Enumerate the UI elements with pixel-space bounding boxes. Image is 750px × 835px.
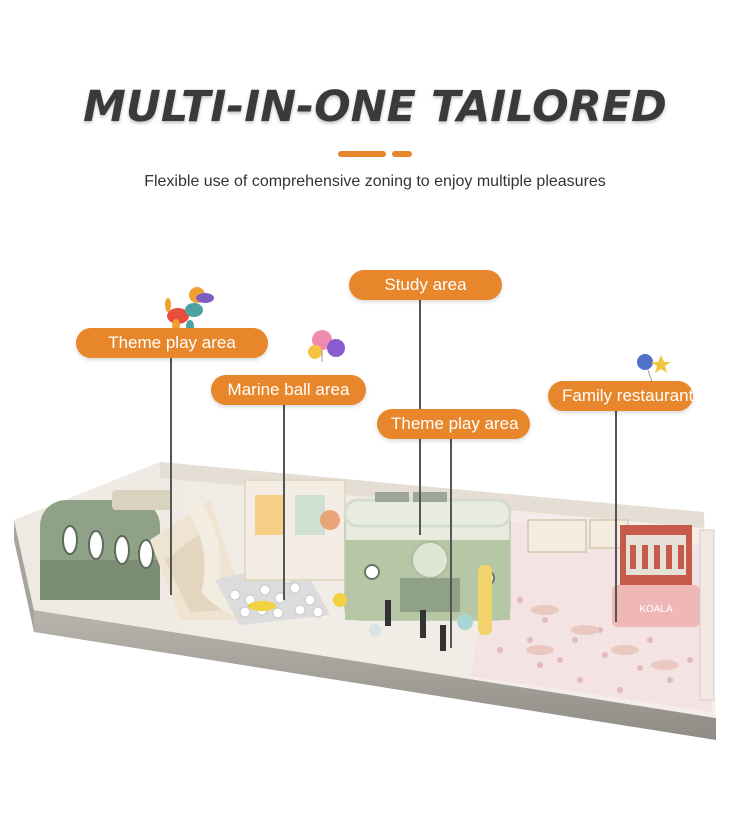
zone-label-theme-play-right: Theme play area	[377, 409, 530, 439]
leader-theme-play-right	[450, 438, 452, 648]
restaurant-interior: KOALA	[526, 519, 715, 701]
page-title: MULTI-IN-ONE TAILORED	[83, 82, 667, 132]
zone-label-marine-ball: Marine ball area	[211, 375, 366, 405]
leader-theme-play-left	[170, 357, 172, 595]
zone-label-theme-play-left: Theme play area	[76, 328, 268, 358]
title-accent-bar-long	[338, 151, 386, 157]
floor-dots	[497, 597, 693, 693]
study-building	[343, 492, 512, 635]
balloon-dog-icon	[165, 287, 214, 332]
zone-label-family-restaurant: Family restaurant	[548, 381, 693, 411]
train-structure	[40, 490, 172, 600]
zone-label-study: Study area	[349, 270, 502, 300]
toy-vehicles	[333, 593, 473, 651]
koala-sign: KOALA	[639, 604, 673, 615]
title-accent-bar-short	[392, 151, 412, 157]
marine-tower	[244, 479, 346, 581]
party-balloons-icon	[308, 330, 345, 362]
page-subtitle: Flexible use of comprehensive zoning to …	[144, 173, 606, 190]
star-balloons-icon	[637, 354, 671, 383]
leader-family-restaurant	[615, 408, 617, 622]
base-slab-left	[14, 520, 34, 632]
base-slab-front	[34, 610, 716, 740]
leader-marine-ball	[283, 405, 285, 600]
